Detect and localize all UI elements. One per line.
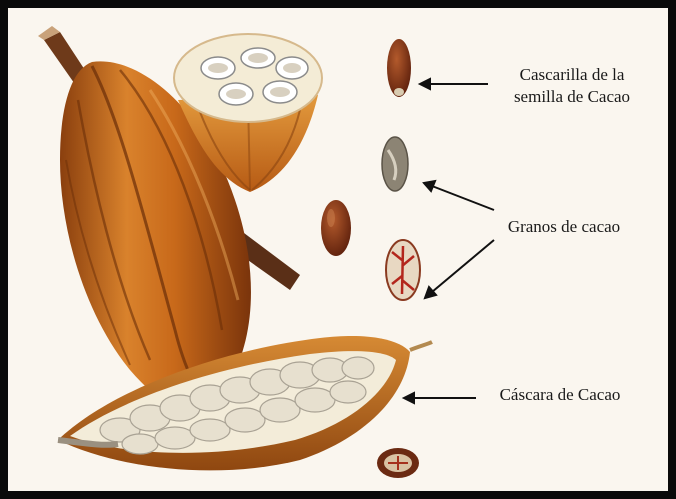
arrow-granos-upper <box>432 186 494 210</box>
label-cascarilla-line1: Cascarilla de la <box>492 64 652 86</box>
open-pod-shell <box>58 336 432 470</box>
cacao-grain-grey <box>382 137 408 191</box>
arrow-granos-lower <box>432 240 494 292</box>
arrow-granos-lower-head <box>425 287 436 298</box>
cacao-seed-section <box>377 448 419 478</box>
arrows <box>404 79 494 403</box>
label-cascarilla: Cascarilla de la semilla de Cacao <box>492 64 652 108</box>
cacao-grain-cut <box>386 240 420 300</box>
arrow-cascarilla-head <box>420 79 430 89</box>
label-cascara: Cáscara de Cacao <box>480 384 640 406</box>
cacao-seed-loose <box>321 200 351 256</box>
seed-husk <box>387 39 411 97</box>
arrow-cascara-head <box>404 393 414 403</box>
arrow-granos-upper-head <box>424 181 435 191</box>
label-cascarilla-line2: semilla de Cacao <box>492 86 652 108</box>
label-granos: Granos de cacao <box>484 216 644 238</box>
